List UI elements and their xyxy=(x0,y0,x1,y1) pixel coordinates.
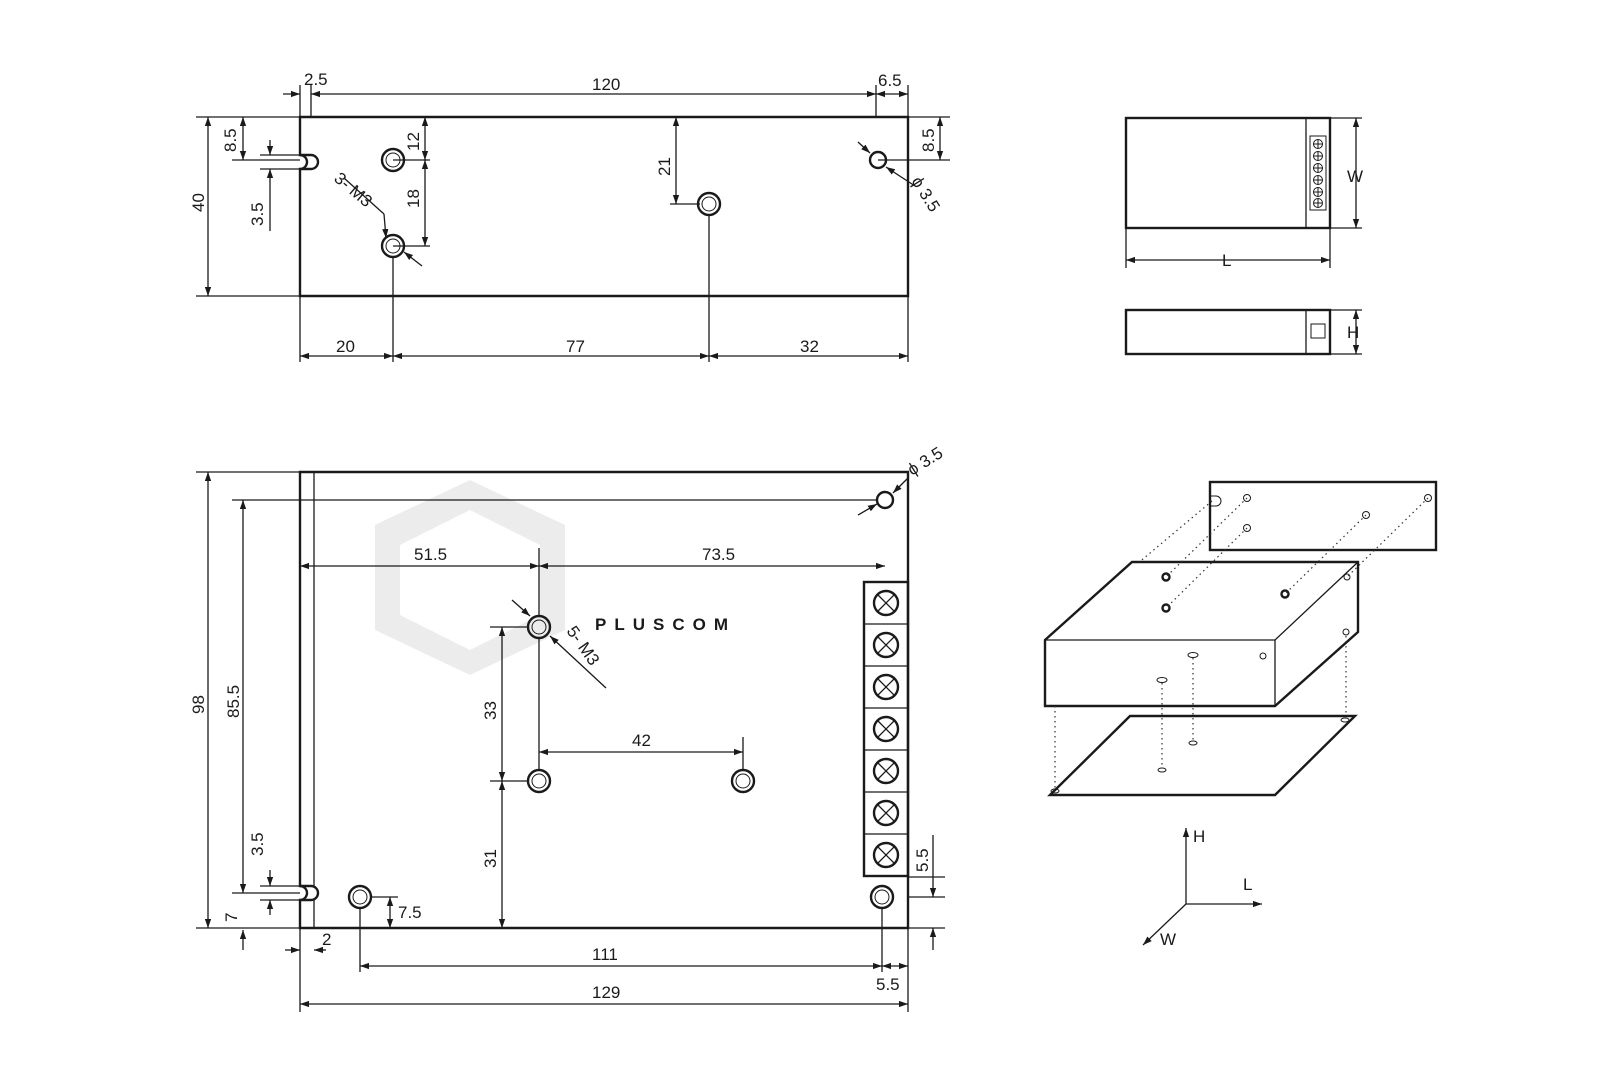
bottom-vent-hole xyxy=(875,490,895,510)
dim-label: 18 xyxy=(404,189,423,208)
dim-label: 40 xyxy=(189,193,208,212)
dim-label: 5.5 xyxy=(913,848,932,872)
legend-w-label: W xyxy=(1347,167,1363,186)
dim-label: 7 xyxy=(222,913,241,922)
dim-label: 33 xyxy=(481,701,500,720)
dim-label: 85.5 xyxy=(224,685,243,718)
bottom-mount-hole xyxy=(347,884,373,910)
legend-top-box xyxy=(1124,116,1332,230)
dim-label: 21 xyxy=(655,157,674,176)
callout-label: ϕ 3.5 xyxy=(904,443,946,479)
iso-bottom-plate xyxy=(1047,714,1358,797)
dim-label: 20 xyxy=(336,337,355,356)
dim-label: 8.5 xyxy=(919,128,938,152)
axis-w-label: W xyxy=(1160,930,1176,949)
watermark-logo-icon xyxy=(375,480,565,675)
dim-label: 3.5 xyxy=(248,202,267,226)
axis-l-label: L xyxy=(1243,875,1252,894)
dim-label: 12 xyxy=(404,132,423,151)
terminal-screw-icon xyxy=(872,589,900,617)
axis-w-arrow xyxy=(1142,903,1187,946)
terminal-screw-icon xyxy=(864,791,908,827)
dim-label: 7.5 xyxy=(398,903,422,922)
terminal-screw-icon xyxy=(864,623,908,659)
dim-label: 5.5 xyxy=(876,975,900,994)
legend-side-box xyxy=(1124,308,1332,356)
legend-h-label: H xyxy=(1347,323,1359,342)
axis-h-label: H xyxy=(1193,827,1205,846)
dim-label: 3.5 xyxy=(248,832,267,856)
dim-label: 51.5 xyxy=(414,545,447,564)
legend-l-label: L xyxy=(1222,251,1231,270)
side-view: 2.5 120 6.5 40 8.5 3.5 12 18 21 8.5 20 7… xyxy=(189,70,950,362)
watermark-text: PLUSCOM xyxy=(595,615,736,634)
terminal-screw-icon xyxy=(864,707,908,743)
orientation-axes: H L W xyxy=(1142,827,1262,949)
side-mount-hole xyxy=(696,191,722,217)
bottom-mount-hole xyxy=(730,768,756,794)
terminal-screw-icon xyxy=(864,749,908,785)
dim-label: 77 xyxy=(566,337,585,356)
bottom-mount-hole xyxy=(869,884,895,910)
callout-label: 3- M3 xyxy=(330,169,376,211)
terminal-block xyxy=(862,580,910,878)
callout-label: ϕ 3.5 xyxy=(908,173,944,215)
dim-label: 31 xyxy=(481,849,500,868)
bottom-view-slot xyxy=(300,884,320,902)
exploded-isometric-view xyxy=(1043,480,1438,797)
dim-label: 2 xyxy=(322,930,331,949)
terminal-screw-icon xyxy=(864,665,908,701)
dimension-legend: W L H xyxy=(1124,116,1363,356)
bottom-view: 51.5 73.5 98 85.5 3.5 7 33 31 42 7.5 2 1… xyxy=(189,443,946,1012)
bottom-mount-hole xyxy=(526,768,552,794)
dim-label: 98 xyxy=(189,695,208,714)
dim-label: 111 xyxy=(592,945,618,964)
side-view-slot xyxy=(300,153,320,171)
legend-terminal-icons xyxy=(1313,139,1323,208)
dim-label: 129 xyxy=(592,983,620,1002)
iso-side-plate xyxy=(1208,480,1438,552)
terminal-screw-icon xyxy=(864,833,908,869)
dim-label: 73.5 xyxy=(702,545,735,564)
dim-label: 6.5 xyxy=(878,71,902,90)
dim-label: 42 xyxy=(632,731,651,750)
watermark: PLUSCOM xyxy=(375,480,736,675)
dim-label: 8.5 xyxy=(221,128,240,152)
side-view-outline xyxy=(298,115,910,298)
iso-main-box xyxy=(1043,560,1360,708)
dim-label: 120 xyxy=(592,75,620,94)
dim-label: 2.5 xyxy=(304,70,328,89)
dim-label: 32 xyxy=(800,337,819,356)
